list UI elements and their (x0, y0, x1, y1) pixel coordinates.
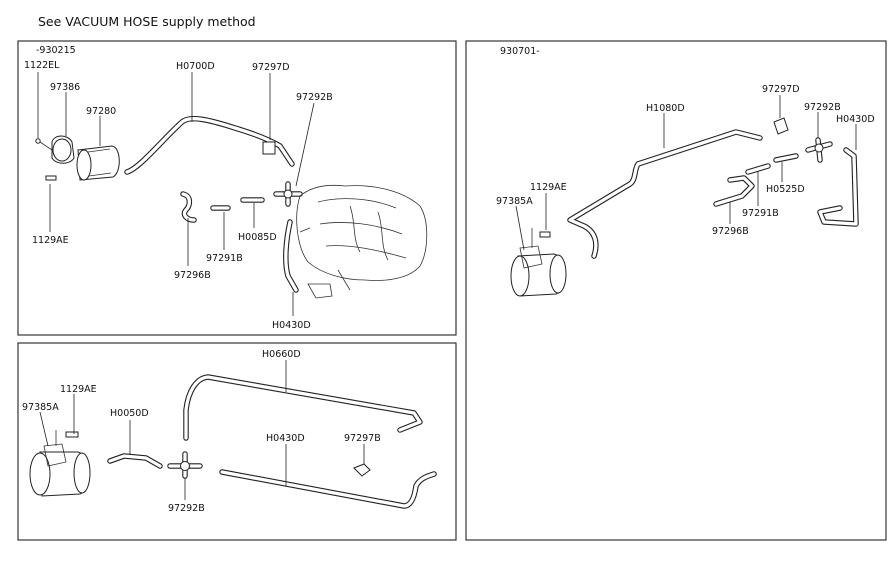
label-h0430d-b: H0430D (266, 433, 305, 444)
label-h0430d-a: H0430D (272, 320, 311, 331)
panel-late-models: 930701- (465, 40, 887, 541)
label-h0700d: H0700D (176, 61, 215, 72)
label-h0430d-c: H0430D (836, 114, 875, 125)
label-97292b-c: 97292B (804, 102, 841, 113)
tee-97292b-b (180, 461, 190, 471)
label-h0525d: H0525D (766, 184, 805, 195)
panel-early-models: -930215 (17, 40, 457, 336)
panel-b-frame (17, 342, 457, 541)
label-h0085d: H0085D (238, 232, 277, 243)
label-1129ae-b: 1129AE (60, 384, 97, 395)
label-h0660d: H0660D (262, 349, 301, 360)
label-97296b-a: 97296B (174, 270, 211, 281)
label-1122el: 1122EL (24, 60, 60, 71)
label-97385a-c: 97385A (496, 196, 533, 207)
panel-variant-b: 1129AE 97385A H0050D H0660D H0430D 97297… (17, 342, 457, 541)
engine-sketch (296, 184, 428, 299)
label-97297b: 97297B (344, 433, 381, 444)
canister-assembly (35, 135, 120, 181)
clip-97297b (353, 463, 371, 477)
label-97297d-c: 97297D (762, 84, 800, 95)
actuator-97385a-c (510, 228, 567, 297)
panel-late-range: 930701- (500, 46, 540, 57)
panel-early-range: -930215 (36, 45, 76, 56)
clip-97297d (262, 141, 276, 155)
label-97291b-a: 97291B (206, 253, 243, 264)
panel-early-frame (17, 40, 457, 336)
label-97385a-b: 97385A (22, 402, 59, 413)
label-97386: 97386 (50, 82, 80, 93)
tee-97292b (283, 189, 293, 199)
clip-97297d-c (773, 117, 789, 135)
label-1129ae-c: 1129AE (530, 182, 567, 193)
label-97292b-b: 97292B (168, 503, 205, 514)
label-h1080d: H1080D (646, 103, 685, 114)
tee-97292b-c (814, 143, 824, 153)
label-97296b-c: 97296B (712, 226, 749, 237)
label-97280: 97280 (86, 106, 116, 117)
label-1129ae-a: 1129AE (32, 235, 69, 246)
panel-late-frame (465, 40, 887, 541)
actuator-97385a-b (29, 430, 91, 497)
label-h0050d: H0050D (110, 408, 149, 419)
label-97292b-a: 97292B (296, 92, 333, 103)
label-97291b-c: 97291B (742, 208, 779, 219)
supply-method-note: See VACUUM HOSE supply method (38, 14, 256, 29)
label-97297d-a: 97297D (252, 62, 290, 73)
